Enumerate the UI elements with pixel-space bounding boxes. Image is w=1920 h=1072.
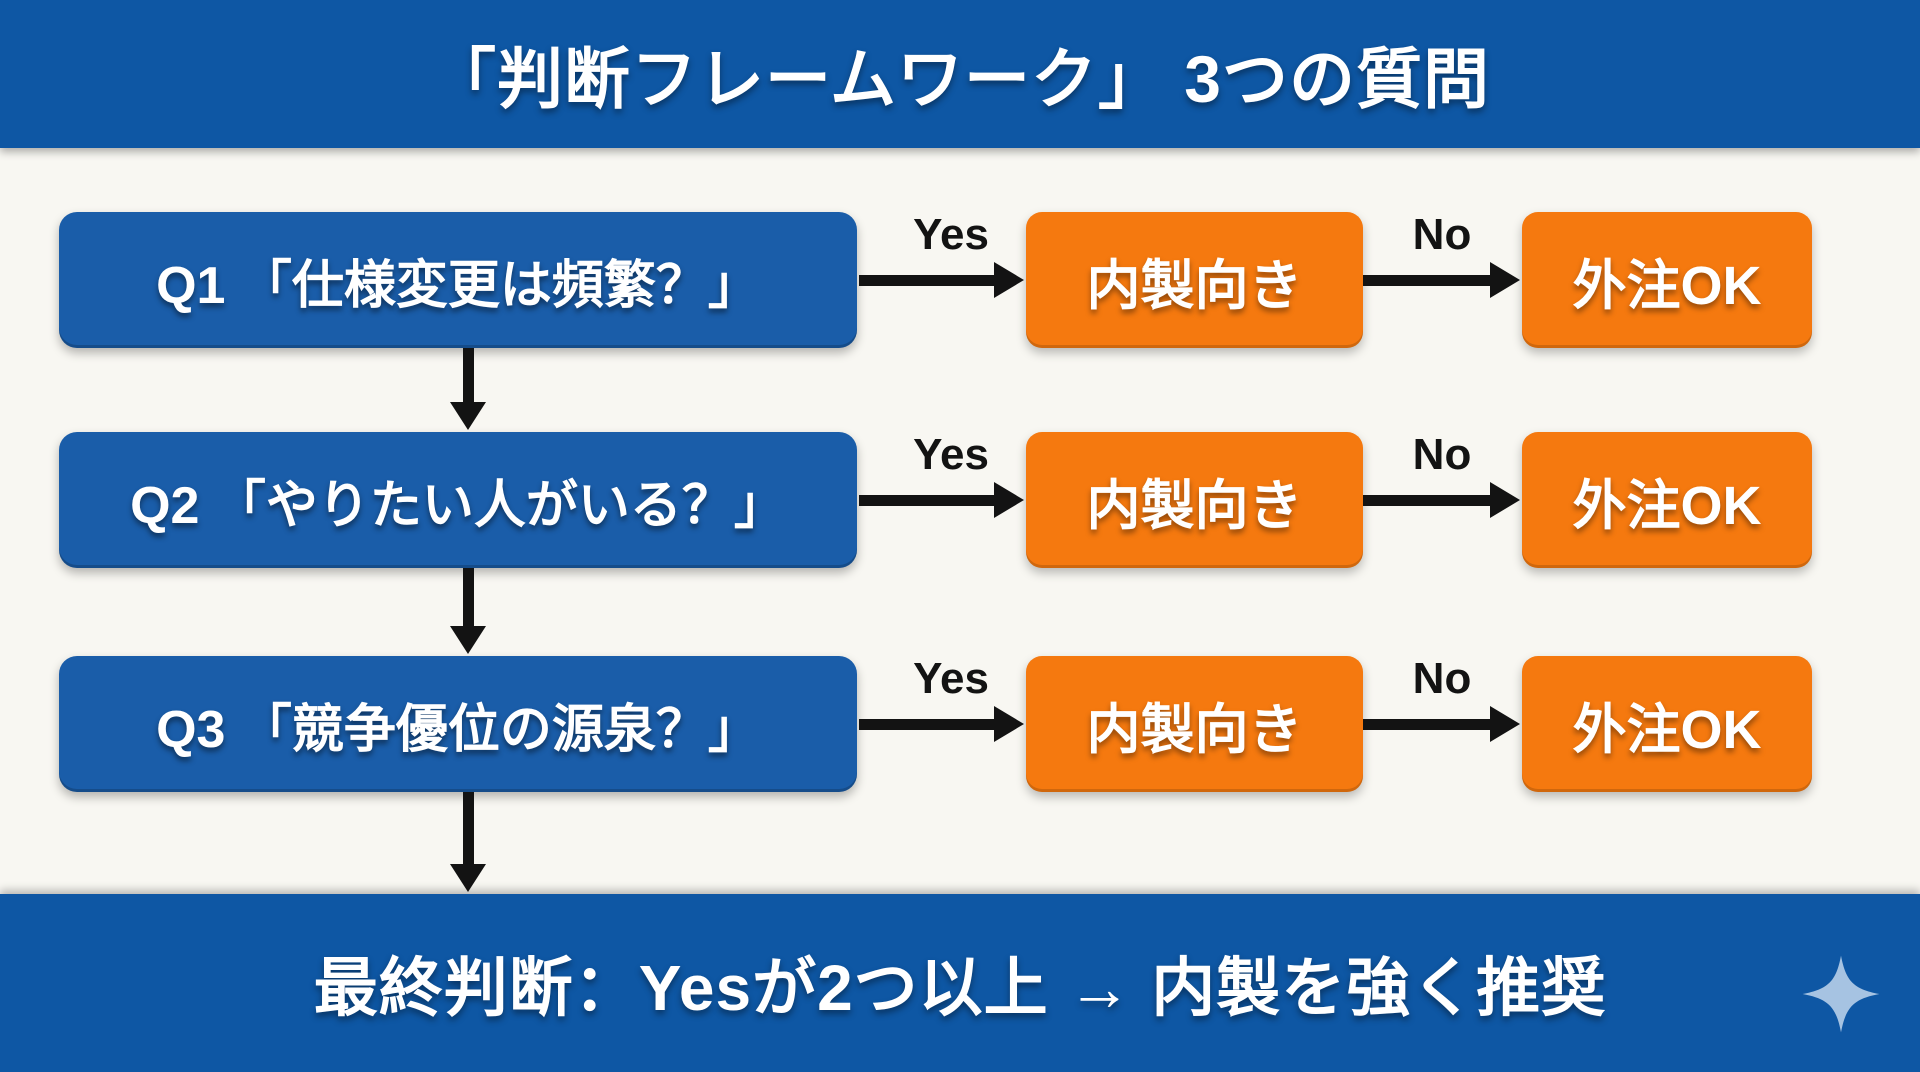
outsource-result-box: 外注OK xyxy=(1522,432,1812,568)
inhouse-result-box: 内製向き xyxy=(1026,432,1363,568)
arrow-right-icon xyxy=(1363,482,1520,518)
inhouse-result-label: 内製向き xyxy=(1086,255,1303,316)
flow-row-q3: Q3 「競争優位の源泉？」 Yes 内製向き No 外注OK xyxy=(0,654,1920,792)
inhouse-result-box: 内製向き xyxy=(1026,656,1363,792)
flow-row-q1: Q1 「仕様変更は頻繁？」 Yes 内製向き No 外注OK xyxy=(0,210,1920,348)
arrow-head xyxy=(450,402,486,430)
question-q3-label: Q3 「競争優位の源泉？」 xyxy=(156,700,760,759)
outsource-result-box: 外注OK xyxy=(1522,656,1812,792)
conclusion-text: 最終判断：Yesが2つ以上 → 内製を強く推奨 xyxy=(313,952,1607,1024)
outsource-result-label: 外注OK xyxy=(1572,255,1762,316)
arrow-right-icon xyxy=(1363,706,1520,742)
arrow-head xyxy=(450,864,486,892)
arrow-shaft xyxy=(859,718,994,730)
no-label: No xyxy=(1412,430,1472,479)
arrow-shaft xyxy=(462,792,474,864)
inhouse-result-label: 内製向き xyxy=(1086,699,1303,760)
arrow-head xyxy=(1490,482,1520,518)
title-banner: 「判断フレームワーク」 3つの質問 xyxy=(0,0,1920,148)
arrow-head xyxy=(1490,262,1520,298)
arrow-head xyxy=(994,262,1024,298)
arrow-head xyxy=(994,706,1024,742)
arrow-head xyxy=(994,482,1024,518)
conclusion-banner: 最終判断：Yesが2つ以上 → 内製を強く推奨 xyxy=(0,894,1920,1072)
arrow-head xyxy=(450,626,486,654)
outsource-result-label: 外注OK xyxy=(1572,699,1762,760)
arrow-shaft xyxy=(859,274,994,286)
arrow-head xyxy=(1490,706,1520,742)
arrow-right-icon xyxy=(859,706,1024,742)
inhouse-result-label: 内製向き xyxy=(1086,475,1303,536)
arrow-down-icon xyxy=(450,348,486,430)
arrow-shaft xyxy=(1363,718,1490,730)
yes-label: Yes xyxy=(913,654,989,703)
arrow-right-icon xyxy=(1363,262,1520,298)
arrow-down-icon xyxy=(450,792,486,892)
arrow-down-icon xyxy=(450,568,486,654)
arrow-shaft xyxy=(1363,494,1490,506)
question-q1-label: Q1 「仕様変更は頻繁？」 xyxy=(156,256,760,315)
flow-row-q2: Q2 「やりたい人がいる？」 Yes 内製向き No 外注OK xyxy=(0,430,1920,568)
inhouse-result-box: 内製向き xyxy=(1026,212,1363,348)
question-box-q2: Q2 「やりたい人がいる？」 xyxy=(59,432,857,568)
no-label: No xyxy=(1412,654,1472,703)
question-q2-label: Q2 「やりたい人がいる？」 xyxy=(130,476,786,535)
outsource-result-label: 外注OK xyxy=(1572,475,1762,536)
arrow-shaft xyxy=(1363,274,1490,286)
arrow-shaft xyxy=(859,494,994,506)
yes-label: Yes xyxy=(913,430,989,479)
question-box-q1: Q1 「仕様変更は頻繁？」 xyxy=(59,212,857,348)
page-title: 「判断フレームワーク」 3つの質問 xyxy=(429,42,1491,116)
sparkle-icon xyxy=(1802,955,1880,1033)
arrow-shaft xyxy=(462,568,474,626)
arrow-right-icon xyxy=(859,482,1024,518)
arrow-shaft xyxy=(462,348,474,402)
yes-label: Yes xyxy=(913,210,989,259)
no-label: No xyxy=(1412,210,1472,259)
question-box-q3: Q3 「競争優位の源泉？」 xyxy=(59,656,857,792)
outsource-result-box: 外注OK xyxy=(1522,212,1812,348)
arrow-right-icon xyxy=(859,262,1024,298)
